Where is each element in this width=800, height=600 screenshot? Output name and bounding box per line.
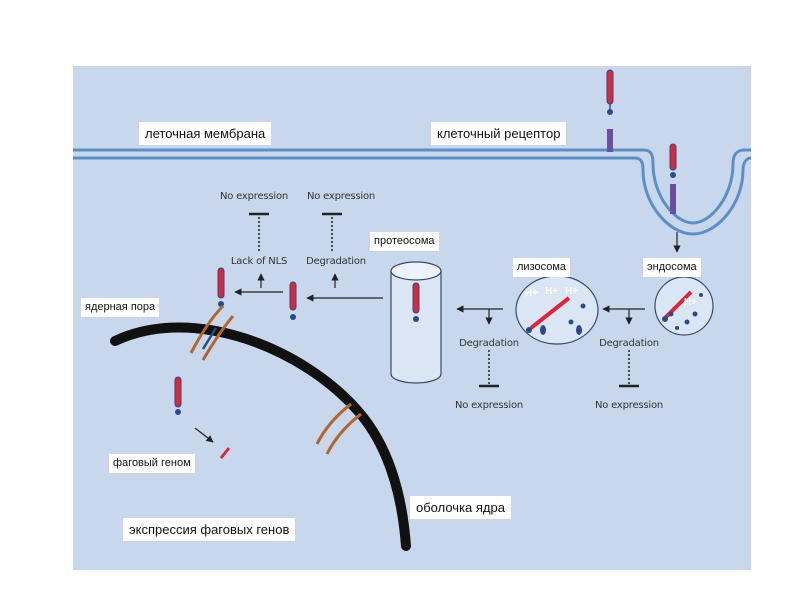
label-proteasome: протеосома <box>370 232 439 251</box>
free-phage-particle <box>606 69 614 115</box>
label-cell-receptor: клеточный рецептор <box>431 122 567 145</box>
nuclear-phage <box>174 376 182 415</box>
proton-marker: H+ <box>525 288 539 299</box>
note-degradation-3: Degradation <box>599 338 659 349</box>
proton-marker: H+ <box>565 286 579 297</box>
note-lack-of-nls: Lack of NLS <box>230 256 288 267</box>
proton-marker: H+ <box>684 297 698 308</box>
label-nuclear-envelope: оболочка ядра <box>410 496 511 519</box>
label-phage-gene-expression: экспрессия фаговых генов <box>123 518 296 541</box>
label-cell-membrane: леточная мембрана <box>139 122 272 145</box>
diagram-panel: No expression No expression Lack of NLS … <box>73 66 751 570</box>
label-lysosome: лизосома <box>513 258 571 277</box>
label-endosome: эндосома <box>643 258 701 277</box>
note-no-expression-4: No expression <box>594 400 664 411</box>
note-no-expression-2: No expression <box>306 191 376 202</box>
cytoplasmic-phage <box>289 281 297 320</box>
endosome <box>654 276 714 336</box>
note-no-expression-1: No expression <box>219 191 289 202</box>
nuclear-pore-lower <box>315 402 362 455</box>
note-degradation-1: Degradation <box>306 256 366 267</box>
note-degradation-2: Degradation <box>459 338 519 349</box>
cell-membrane <box>73 148 751 236</box>
proteasome <box>390 261 442 384</box>
internalizing-phage <box>669 143 677 214</box>
proton-marker: H+ <box>545 286 559 297</box>
nuclear-pore-upper <box>189 304 235 361</box>
cell-receptor <box>607 129 613 152</box>
nuclear-envelope <box>110 322 411 551</box>
note-no-expression-3: No expression <box>454 400 524 411</box>
phage-near-pore <box>217 267 225 307</box>
label-nuclear-pore: ядерная пора <box>81 298 160 317</box>
label-phage-genome: фаговый геном <box>109 454 195 473</box>
released-genome <box>219 447 231 459</box>
pathway-diagram <box>73 69 751 551</box>
